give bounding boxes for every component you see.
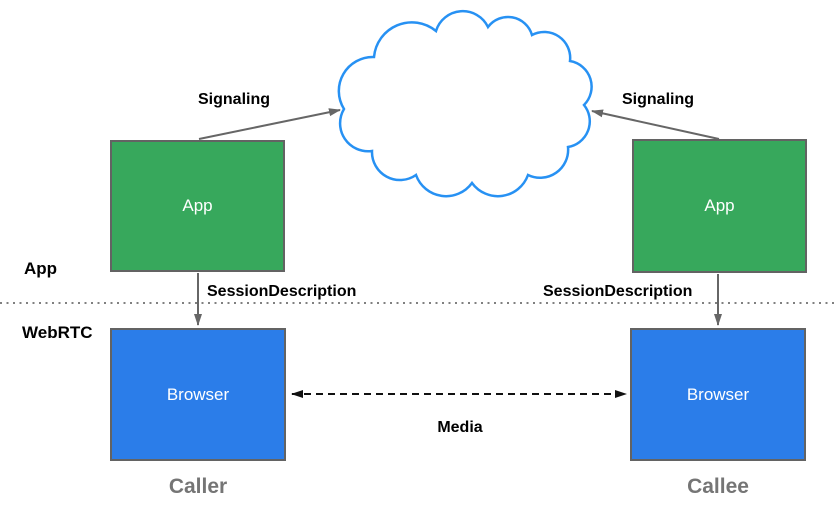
browser-node-callee-label: Browser [686,384,750,404]
signaling-label-right: Signaling [622,91,694,108]
signaling-arrow-left [198,108,341,140]
browser-node-caller-label: Browser [166,384,230,404]
app-node-callee: App [632,139,807,273]
signaling-arrow-right [591,109,720,140]
browser-node-callee: Browser [630,328,806,461]
app-node-callee-label: App [704,196,735,215]
layer-label-app: App [24,259,58,278]
browser-node-caller: Browser [110,328,286,461]
session-description-label-left: SessionDescription [207,283,357,300]
layer-label-webrtc: WebRTC [22,323,93,342]
callee-label: Callee [687,475,749,498]
media-label: Media [437,419,483,436]
app-node-caller-label: App [182,196,213,215]
session-description-label-right: SessionDescription [543,283,693,300]
app-node-caller: App [110,140,285,272]
cloud-icon [337,9,593,198]
signaling-label-left: Signaling [198,91,270,108]
caller-label: Caller [168,475,228,498]
